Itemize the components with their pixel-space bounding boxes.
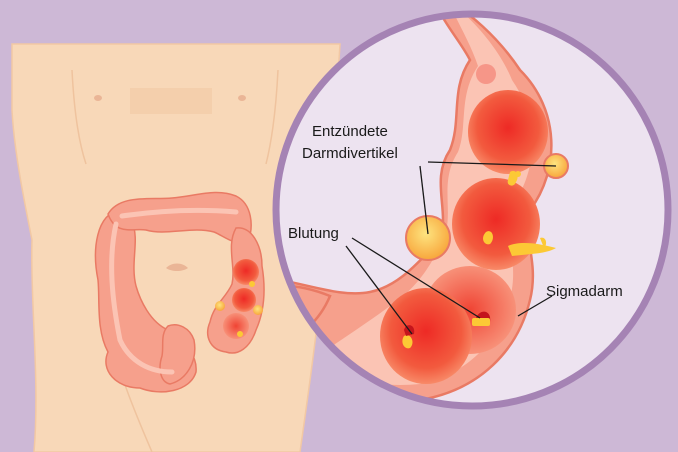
- nipple-right: [238, 95, 246, 101]
- inflamed-spot-2: [232, 288, 256, 312]
- inflamed-segment-2: [452, 178, 540, 270]
- small-diverticulum-2: [253, 305, 263, 315]
- small-diverticulum-4: [237, 331, 243, 337]
- nipple-left: [94, 95, 102, 101]
- sternum-shade: [130, 88, 212, 114]
- inflamed-spot-3: [223, 313, 249, 339]
- pus-dot-1: [515, 171, 521, 177]
- bleeding-pool-upper: [472, 318, 490, 326]
- label-inflamed-diverticula-line1: Entzündete: [312, 123, 388, 140]
- inflamed-segment-4: [380, 288, 472, 384]
- label-bleeding: Blutung: [288, 225, 339, 242]
- upper-tube-tip: [476, 64, 496, 84]
- inflamed-segment-1: [468, 90, 548, 174]
- small-diverticulum-3: [249, 281, 255, 287]
- inflamed-spot-1: [233, 259, 259, 285]
- label-inflamed-diverticula-line2: Darmdivertikel: [302, 145, 398, 162]
- small-diverticulum-1: [215, 301, 225, 311]
- diverticulum-large-left: [406, 216, 450, 260]
- label-sigmoid-colon: Sigmadarm: [546, 283, 623, 300]
